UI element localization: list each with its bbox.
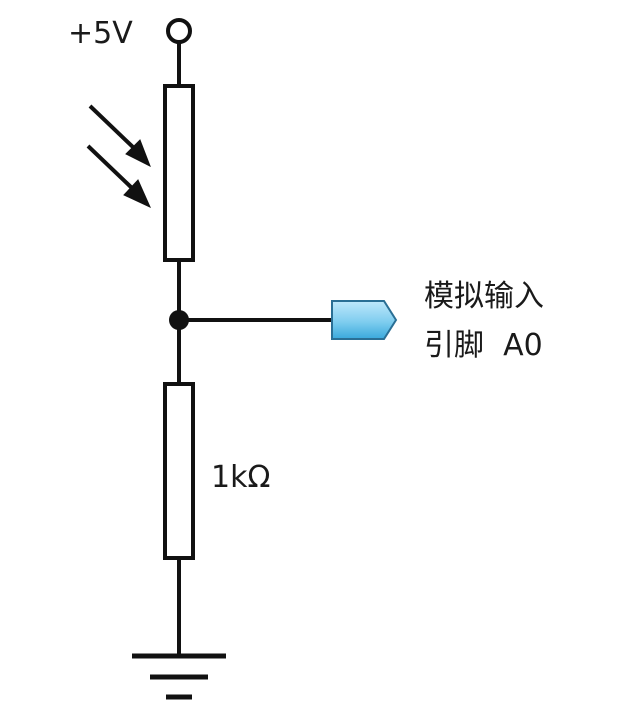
pin-label-line1: 模拟输入 bbox=[424, 279, 544, 314]
light-arrows-icon bbox=[86, 104, 151, 209]
ground-icon bbox=[132, 653, 226, 700]
resistor-value-label: 1kΩ bbox=[211, 460, 270, 495]
photoresistor-icon bbox=[163, 84, 195, 262]
fixed-resistor-icon bbox=[163, 382, 195, 560]
pin-label-line2: 引脚 A0 bbox=[424, 328, 543, 363]
supply-terminal-icon bbox=[166, 18, 192, 44]
pin-connector-icon bbox=[331, 300, 398, 340]
supply-voltage-label: +5V bbox=[68, 16, 133, 51]
